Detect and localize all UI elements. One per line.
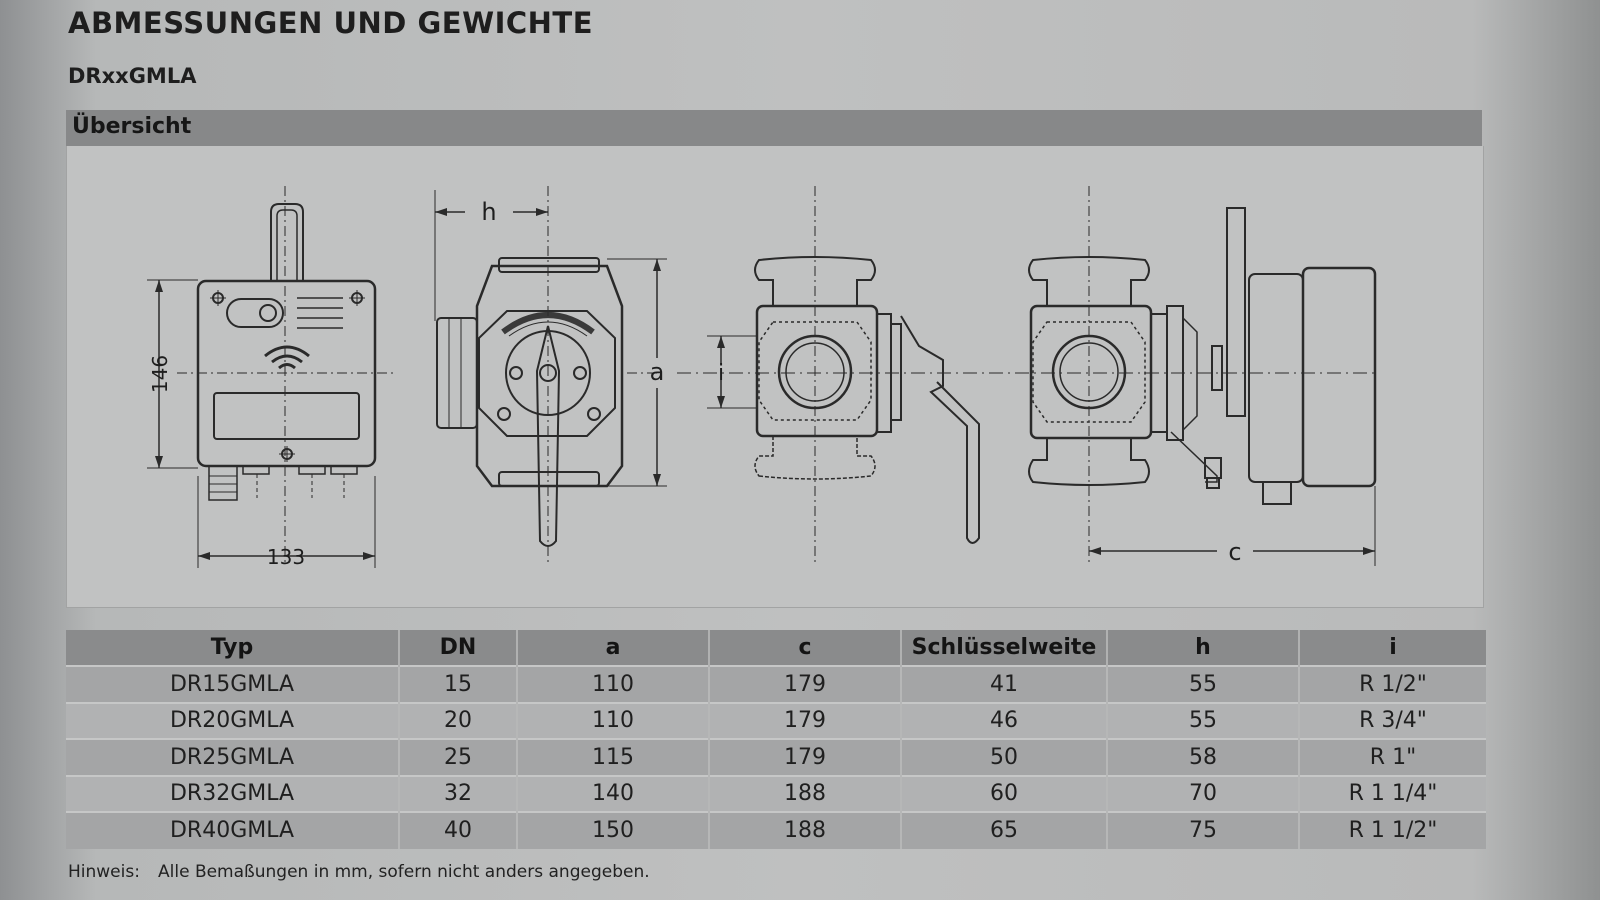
cell-typ: DR40GMLA xyxy=(66,811,400,849)
table-row: DR25GMLA 25 115 179 50 58 R 1" xyxy=(66,738,1486,776)
cell-a: 110 xyxy=(517,665,710,703)
cell-dn: 15 xyxy=(399,665,518,703)
cell-h: 75 xyxy=(1107,811,1300,849)
cell-typ: DR15GMLA xyxy=(66,665,400,703)
drawing-svg: 146 133 h a i c xyxy=(147,186,1377,569)
footnote-label: Hinweis: xyxy=(68,862,140,882)
cell-typ: DR32GMLA xyxy=(66,774,400,812)
table-row: DR32GMLA 32 140 188 60 70 R 1 1/4" xyxy=(66,774,1486,812)
cell-a: 115 xyxy=(517,738,710,776)
cell-i: R 1 1/4" xyxy=(1299,774,1486,812)
valve-side-view xyxy=(707,186,980,566)
actuator-front-view xyxy=(147,186,397,568)
table-header-row: Typ DN a c Schlüsselweite h i xyxy=(66,630,1486,666)
dim-146-label: 146 xyxy=(148,355,172,393)
cell-schluesselweite: 41 xyxy=(901,665,1108,703)
cell-c: 179 xyxy=(709,701,902,739)
cell-h: 58 xyxy=(1107,738,1300,776)
col-header-h: h xyxy=(1107,630,1300,666)
cell-a: 150 xyxy=(517,811,710,849)
dim-a-label: a xyxy=(650,358,665,386)
cell-typ: DR20GMLA xyxy=(66,701,400,739)
cell-c: 188 xyxy=(709,774,902,812)
cell-a: 110 xyxy=(517,701,710,739)
col-header-schluesselweite: Schlüsselweite xyxy=(901,630,1108,666)
dimensions-table: Typ DN a c Schlüsselweite h i DR15GMLA 1… xyxy=(66,630,1486,849)
table-row: DR40GMLA 40 150 188 65 75 R 1 1/2" xyxy=(66,811,1486,849)
table-row: DR20GMLA 20 110 179 46 55 R 3/4" xyxy=(66,701,1486,739)
cell-a: 140 xyxy=(517,774,710,812)
section-header: Übersicht xyxy=(66,110,1482,146)
valve-lever-view xyxy=(434,186,1377,566)
cell-i: R 1" xyxy=(1299,738,1486,776)
cell-i: R 3/4" xyxy=(1299,701,1486,739)
col-header-dn: DN xyxy=(399,630,518,666)
col-header-i: i xyxy=(1299,630,1486,666)
footnote: Hinweis: Alle Bemaßungen in mm, sofern ni… xyxy=(68,862,650,882)
cell-schluesselweite: 60 xyxy=(901,774,1108,812)
cell-i: R 1/2" xyxy=(1299,665,1486,703)
col-header-a: a xyxy=(517,630,710,666)
section-title: Übersicht xyxy=(72,114,192,139)
table-row: DR15GMLA 15 110 179 41 55 R 1/2" xyxy=(66,665,1486,703)
dim-i-label: i xyxy=(718,361,724,386)
cell-h: 55 xyxy=(1107,665,1300,703)
cell-dn: 32 xyxy=(399,774,518,812)
technical-drawing: 146 133 h a i c xyxy=(66,146,1484,608)
cell-schluesselweite: 65 xyxy=(901,811,1108,849)
page-title: ABMESSUNGEN UND GEWICHTE xyxy=(68,6,594,40)
cell-c: 188 xyxy=(709,811,902,849)
cell-h: 70 xyxy=(1107,774,1300,812)
cell-dn: 40 xyxy=(399,811,518,849)
cell-dn: 25 xyxy=(399,738,518,776)
cell-c: 179 xyxy=(709,738,902,776)
valve-actuator-side-view xyxy=(1028,186,1377,566)
dim-c-label: c xyxy=(1228,538,1241,566)
cell-schluesselweite: 50 xyxy=(901,738,1108,776)
page-subtitle: DRxxGMLA xyxy=(68,64,197,88)
dim-133-label: 133 xyxy=(267,545,305,569)
cell-h: 55 xyxy=(1107,701,1300,739)
dim-h-label: h xyxy=(481,198,496,226)
cell-c: 179 xyxy=(709,665,902,703)
cell-typ: DR25GMLA xyxy=(66,738,400,776)
cell-schluesselweite: 46 xyxy=(901,701,1108,739)
col-header-typ: Typ xyxy=(66,630,400,666)
col-header-c: c xyxy=(709,630,902,666)
cell-i: R 1 1/2" xyxy=(1299,811,1486,849)
footnote-text: Alle Bemaßungen in mm, sofern nicht ande… xyxy=(158,862,650,882)
cell-dn: 20 xyxy=(399,701,518,739)
